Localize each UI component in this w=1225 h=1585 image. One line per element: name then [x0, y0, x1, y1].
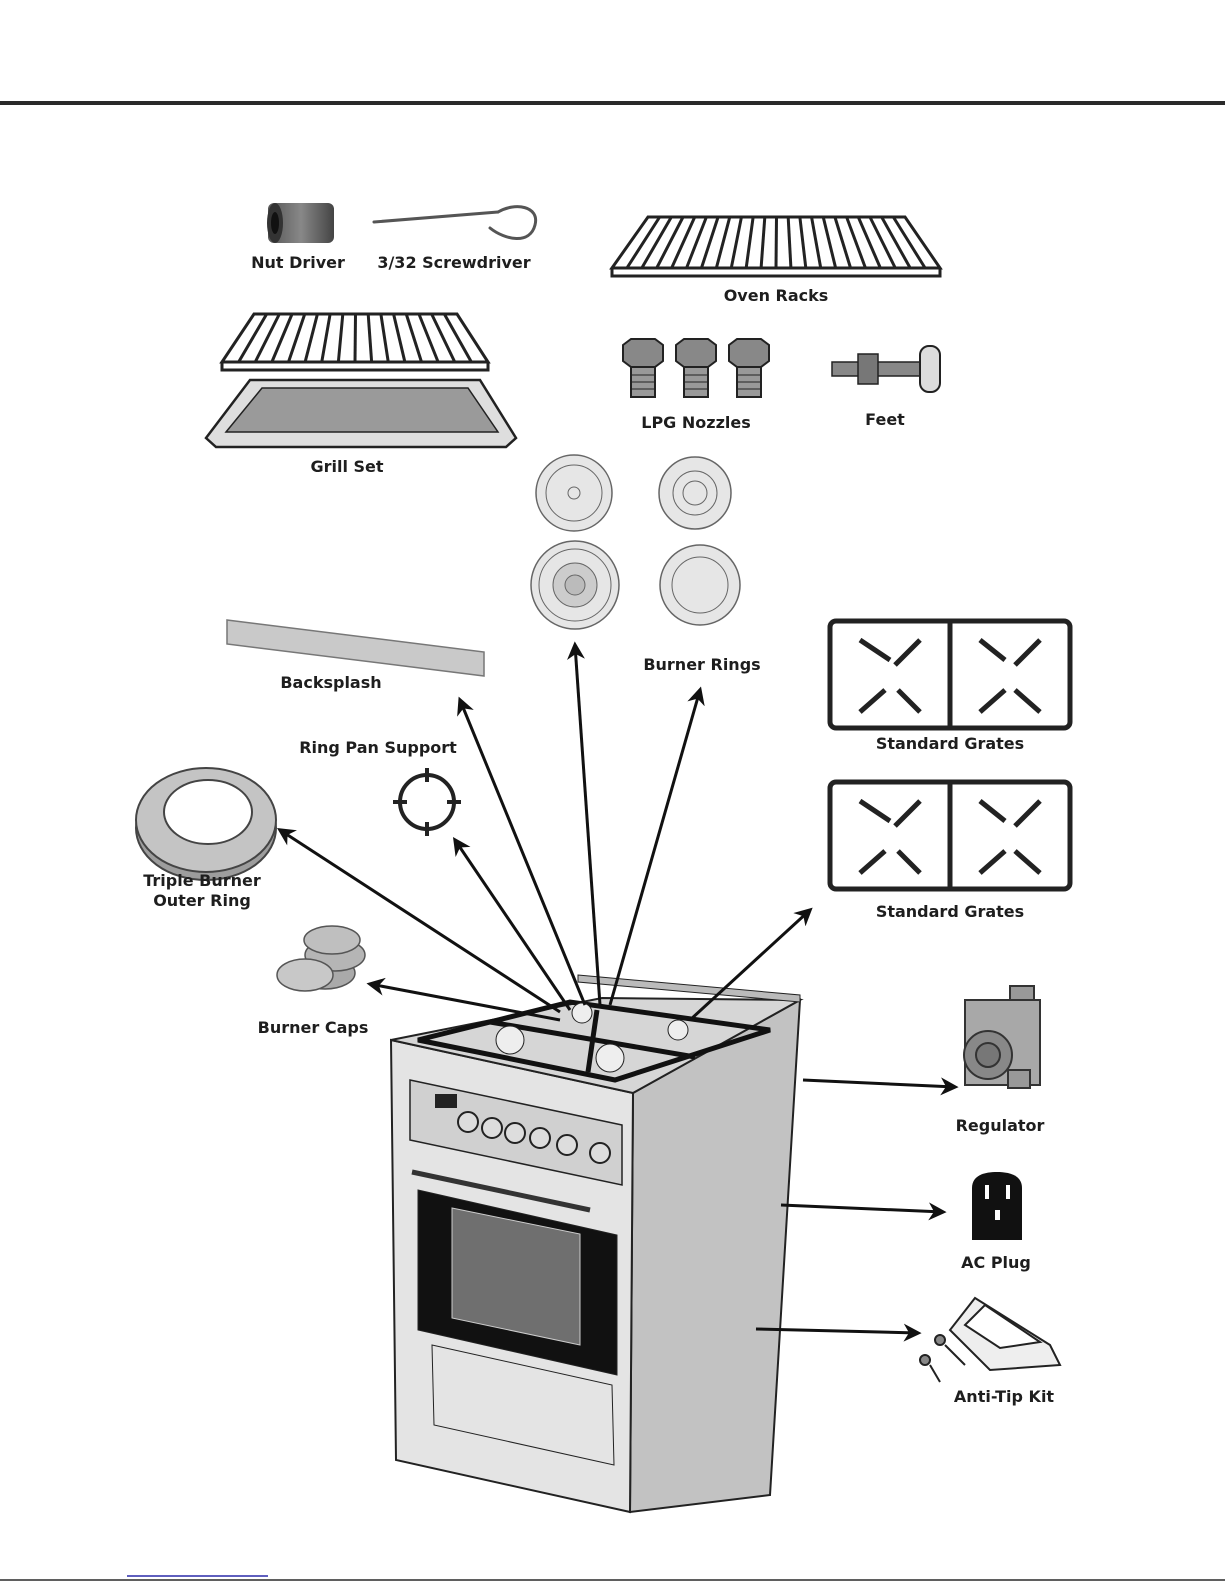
anti-tip-kit-label: Anti-Tip Kit — [954, 1387, 1054, 1407]
rack-bar — [444, 314, 471, 362]
ac-plug-label: AC Plug — [961, 1253, 1031, 1273]
rack-bar — [746, 217, 753, 268]
grill-set-icon — [206, 314, 516, 447]
oven-racks-icon — [612, 217, 940, 276]
backsplash-icon — [227, 620, 484, 676]
lpg-nozzles-icon — [623, 339, 769, 397]
nut-driver-icon — [267, 203, 334, 243]
rack-bar — [381, 314, 388, 362]
feet-icon — [832, 346, 940, 392]
triple-burner-label-line2: Outer Ring — [112, 891, 292, 911]
rack-bar — [338, 314, 342, 362]
rack-bar — [642, 217, 672, 268]
stove-icon — [391, 975, 800, 1512]
burner-rings-icon — [531, 455, 740, 629]
triple-burner-outer-ring-label: Triple Burner Outer Ring — [112, 871, 292, 911]
burner-caps-icon — [277, 926, 365, 991]
ring-pan-support-icon — [393, 768, 461, 836]
rack-bar — [394, 314, 405, 362]
rack-bar — [761, 217, 765, 268]
rack-bar — [355, 314, 356, 362]
screwdriver-icon — [374, 207, 536, 239]
ring-pan-support-label: Ring Pan Support — [299, 738, 457, 758]
rack-bar — [776, 217, 777, 268]
rack-bar — [322, 314, 330, 362]
rack-bar — [368, 314, 371, 362]
rack-bar — [800, 217, 806, 268]
rack-bar — [716, 217, 729, 268]
standard-grates-label-1: Standard Grates — [876, 734, 1024, 754]
rack-bar — [289, 314, 305, 362]
oven-racks-label: Oven Racks — [724, 286, 829, 306]
rack-bar — [812, 217, 821, 268]
triple-burner-outer-ring-icon — [136, 768, 276, 880]
rack-bar — [657, 217, 683, 268]
triple-burner-label-line1: Triple Burner — [112, 871, 292, 891]
anti-tip-kit-icon — [920, 1298, 1060, 1382]
rack-bar — [239, 314, 267, 362]
rack-bar — [823, 217, 835, 268]
backsplash-label: Backsplash — [280, 673, 381, 693]
nut-driver-label: Nut Driver — [251, 253, 345, 273]
burner-caps-label: Burner Caps — [258, 1018, 369, 1038]
rack-bar — [788, 217, 791, 268]
rack-bar — [672, 217, 695, 268]
regulator-label: Regulator — [956, 1116, 1045, 1136]
rack-bar — [406, 314, 421, 362]
feet-label: Feet — [865, 410, 905, 430]
screwdriver-label: 3/32 Screwdriver — [377, 253, 530, 273]
rack-bar — [882, 217, 911, 268]
rack-bar — [305, 314, 317, 362]
standard-grates-icon-2 — [830, 782, 1070, 889]
grill-set-label: Grill Set — [310, 457, 383, 477]
rack-bar — [870, 217, 895, 268]
standard-grates-icon-1 — [830, 621, 1070, 728]
lpg-nozzles-label: LPG Nozzles — [641, 413, 751, 433]
burner-rings-label: Burner Rings — [643, 655, 760, 675]
rack-bar — [731, 217, 741, 268]
ac-plug-icon — [972, 1172, 1022, 1240]
standard-grates-label-2: Standard Grates — [876, 902, 1024, 922]
regulator-icon — [964, 986, 1040, 1088]
